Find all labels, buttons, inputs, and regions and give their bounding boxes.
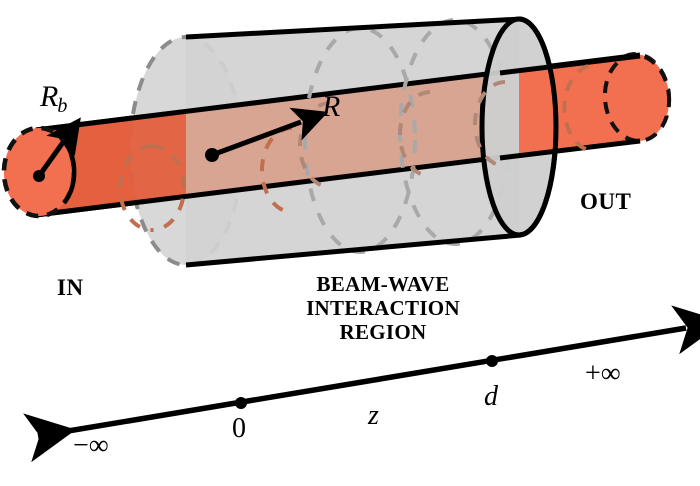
beam-hoop-1 xyxy=(118,144,153,232)
cavity-radius-label: R xyxy=(322,90,341,123)
z-axis-line xyxy=(23,305,700,463)
beam-top-edge-seg xyxy=(35,52,186,133)
beam-exit-dashed-hoop xyxy=(562,64,589,152)
beam-hoop-3 xyxy=(298,101,331,189)
interaction-region-label: BEAM-WAVE INTERACTION REGION xyxy=(248,274,518,346)
axis-minus-infinity-label: −∞ xyxy=(73,430,109,461)
beam-exit-bottom-edge xyxy=(499,138,641,161)
beam-bottom-edge-seg xyxy=(35,137,186,218)
beam-top-edge-inside xyxy=(186,52,519,133)
z-axis-tick-zero xyxy=(235,397,247,409)
axis-plus-infinity-label: +∞ xyxy=(585,358,621,389)
outlet-label: OUT xyxy=(580,189,632,214)
beam-bottom-edge-inside xyxy=(186,137,519,218)
z-axis-tick-d xyxy=(486,355,498,367)
axis-origin-label: 0 xyxy=(232,413,246,444)
cavity-front-face-arc-over-beam xyxy=(518,16,559,238)
cavity-radius-arrow xyxy=(211,107,329,158)
beam-hoop-5 xyxy=(473,80,506,168)
interaction-region-line-2: INTERACTION xyxy=(306,296,460,320)
beam-radius-label: Rb xyxy=(40,80,68,117)
axis-d-label: d xyxy=(484,381,498,412)
radius-indicators xyxy=(33,107,329,182)
beam-exit-segment xyxy=(499,16,672,238)
beam-exit-top-edge xyxy=(499,53,641,76)
beam-dashed-hoops xyxy=(118,80,506,232)
beam-hoop-2 xyxy=(260,126,293,214)
beam-hoop-4 xyxy=(398,90,431,178)
interaction-region-line-1: BEAM-WAVE xyxy=(316,272,450,296)
axis-name-label: z xyxy=(368,400,379,431)
z-axis xyxy=(23,305,700,463)
cavity-bottom-edge xyxy=(185,232,522,268)
beam-hoop-1b xyxy=(151,144,186,232)
interaction-region-line-3: REGION xyxy=(339,320,427,344)
inlet-label: IN xyxy=(57,275,84,300)
beam-radius-arrow xyxy=(36,117,81,178)
cavity-top-edge xyxy=(185,16,522,40)
